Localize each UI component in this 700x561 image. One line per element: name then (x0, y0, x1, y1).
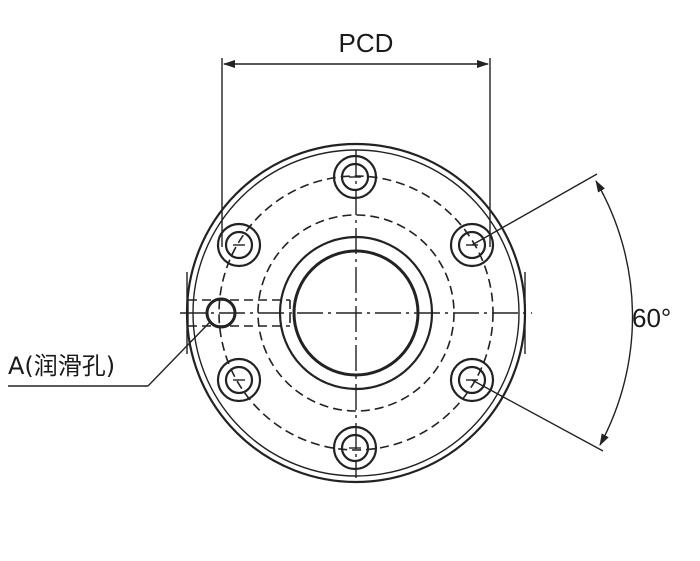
pcd-dimension: PCD (221, 28, 491, 247)
center-lines (180, 150, 532, 478)
angle-dimension: 60° (471, 173, 671, 452)
bolt-hole-top (332, 154, 378, 200)
bolt-hole-upper-right (449, 222, 495, 268)
pcd-label: PCD (339, 28, 394, 58)
bolt-hole-upper-left (216, 222, 262, 268)
angle-label: 60° (632, 303, 671, 333)
lube-hole-label: A(润滑孔) (8, 352, 115, 380)
bolt-hole-lower-left (216, 357, 262, 403)
callout-leader (147, 321, 211, 387)
angle-leader-upper (471, 173, 598, 246)
lube-hole-callout: A(润滑孔) (8, 321, 211, 387)
bolt-hole-bottom (332, 425, 378, 471)
bolt-hole-lower-right (449, 357, 495, 403)
angle-arc (595, 180, 634, 446)
angle-leader-lower (471, 379, 604, 452)
